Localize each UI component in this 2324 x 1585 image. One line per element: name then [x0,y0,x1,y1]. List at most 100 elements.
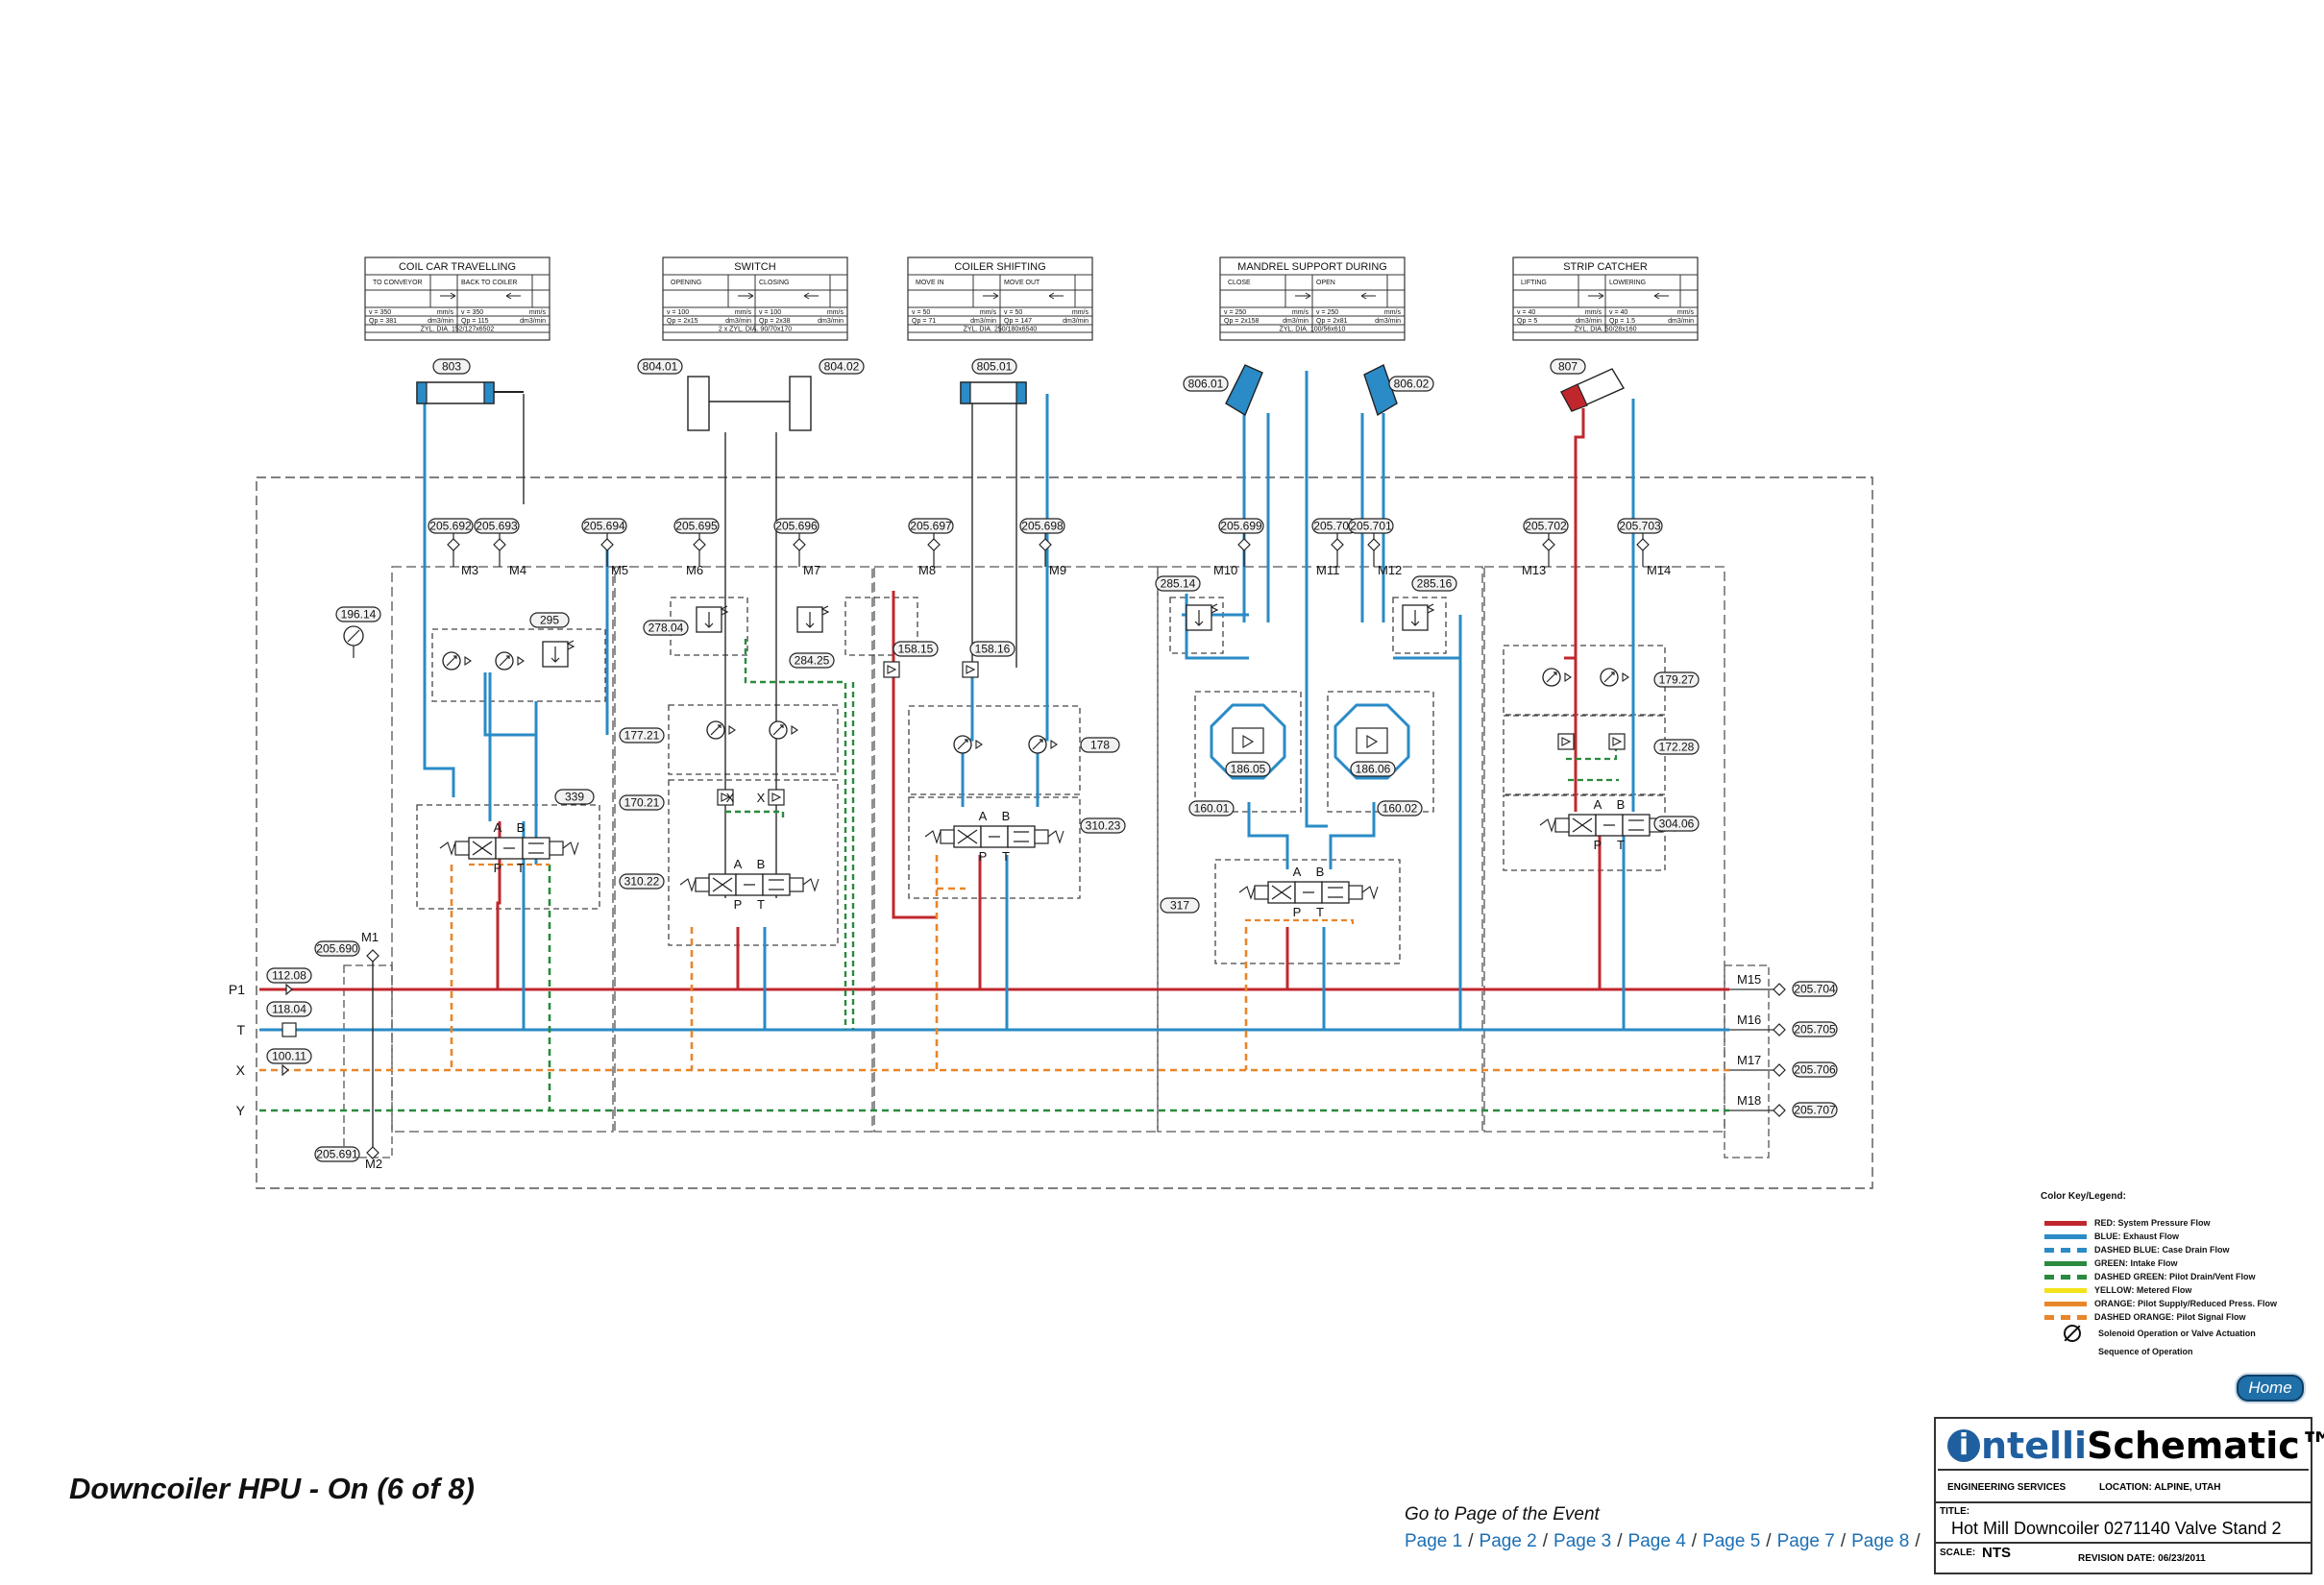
line-label-x: X [236,1062,246,1078]
nav-link-page-3[interactable]: Page 3 [1553,1531,1612,1551]
cylinder-806-01 [1225,364,1263,417]
table-flow-unit-2: dm3/min [1375,318,1401,325]
nav-link-page-7[interactable]: Page 7 [1776,1531,1835,1551]
mandrel-left-lines [1242,413,1270,622]
valve-block-frame [908,705,1081,795]
nav-link-page-2[interactable]: Page 2 [1479,1531,1537,1551]
pilot-check-160-01-check [1242,735,1255,748]
relief-valve-284-25-spring [805,605,830,628]
mandrel-pilot-loop [1245,918,1355,927]
table-grid [663,274,847,333]
component-tag: 172.28 [1659,741,1695,754]
legend-row: ORANGE: Pilot Supply/Reduced Press. Flow [2044,1299,2277,1310]
check-valve-170-21 [717,789,785,806]
table-flow-unit-1: dm3/min [725,318,751,325]
flow-control-179-27-check [1564,671,1572,683]
component-tag-bubble [969,641,1015,657]
table-flow-2: Qp = 2x38 [759,318,791,325]
check-valve-170-21-ball [721,792,731,802]
check-valve-158 [883,661,979,678]
nav-link-page-4[interactable]: Page 4 [1627,1531,1686,1551]
component-tag: 170.21 [624,796,660,810]
table-velocity-1: v = 50 [912,309,930,316]
component-tag-bubble [1225,761,1271,777]
valve-317-envelope [1321,881,1350,904]
component-tag: 310.23 [1086,819,1121,833]
catcher-cap-line [1564,408,1585,812]
table-velocity-unit-2: mm/s [827,309,844,316]
valve-304-06-envelope [1622,814,1651,837]
home-button[interactable]: Home [2237,1375,2304,1402]
table-flow-1: Qp = 2x158 [1224,318,1259,325]
table-velocity-unit-2: mm/s [1384,309,1402,316]
relief-valve-285-16 [1402,603,1435,631]
drawing-title: Hot Mill Downcoiler 0271140 Valve Stand … [1951,1519,2282,1538]
switch-cylinder-lines [724,432,777,898]
table-left-heading: OPENING [671,280,701,286]
nav-link-page-5[interactable]: Page 5 [1702,1531,1761,1551]
supply-block-frame [343,964,393,1158]
valve-310-22-envelope [762,873,791,896]
component-tag-bubble [619,794,665,811]
cylinder-tag: 804.01 [643,360,678,374]
legend-swatch [2044,1221,2087,1227]
check-valve-172-28 [1557,733,1626,750]
flow-control-177-21-arrow [772,724,784,736]
table-direction-arrow [1295,292,1376,300]
cylinder-tag-bubble [637,358,683,375]
port-p: P [734,897,743,912]
valve-block-frame [431,628,606,702]
check-valve-158-ball [887,665,897,674]
legend-label: RED: System Pressure Flow [2094,1218,2211,1228]
table-grid [1513,274,1698,333]
table-velocity-unit-2: mm/s [529,309,547,316]
test-point-tag: 205.698 [1021,520,1064,533]
component-tag-bubble [1377,800,1423,817]
port-label-m14: M14 [1647,563,1671,577]
scale-value: NTS [1982,1545,2011,1561]
table-left-heading: TO CONVEYOR [373,280,423,286]
table-flow-2: Qp = 2x81 [1316,318,1348,325]
flow-control-179-27-arrow [1603,671,1615,683]
nav-link-page-8[interactable]: Page 8 [1851,1531,1910,1551]
legend-swatch [2044,1288,2087,1294]
cylinder-803-cap [416,381,428,404]
test-point-tag: 205.697 [910,520,952,533]
cylinder-805 [960,381,1027,404]
port-t: T [1002,849,1010,864]
component-tag-bubble [1653,816,1700,832]
table-grid [908,274,1092,333]
check-valve-172-28-ball [1612,737,1623,746]
nav-separator: / [1691,1531,1698,1551]
table-flow-1: Qp = 71 [912,318,936,325]
legend-swatch [2044,1302,2087,1307]
flow-control-179-27-check [1622,671,1629,683]
test-point-tag-bubble [1218,518,1264,534]
port-label-m17: M17 [1737,1053,1761,1067]
cylinder-tag: 804.02 [824,360,860,374]
port-b: B [1617,797,1626,812]
port-label-m7: M7 [803,563,820,577]
component-tag-bubble [314,1146,360,1162]
relief-valve-285-14-spring [1194,603,1219,626]
table-right-heading: CLOSING [759,280,790,286]
port-label-m2: M2 [365,1157,382,1171]
test-point-icon [1367,538,1381,551]
title-block-title-row: TITLE: Hot Mill Downcoiler 0271140 Valve… [1936,1503,2311,1544]
valve295-return-line [483,672,536,737]
port-x: X [726,791,735,805]
nav-link-page-1[interactable]: Page 1 [1405,1531,1463,1551]
cylinder-807-cap [1560,383,1588,412]
test-point-tag-bubble [428,518,474,534]
table-velocity-1: v = 40 [1517,309,1535,316]
port-p: P [979,849,988,864]
cylinder-tag-bubble [432,358,471,375]
legend-row: DASHED ORANGE: Pilot Signal Flow [2044,1312,2246,1324]
revision-date: REVISION DATE: 06/23/2011 [2078,1553,2206,1564]
page-title: Downcoiler HPU - On (6 of 8) [69,1472,475,1505]
test-point-icon [366,1146,379,1159]
component-tag: 205.707 [1794,1104,1836,1117]
table-velocity-unit-1: mm/s [980,309,997,316]
